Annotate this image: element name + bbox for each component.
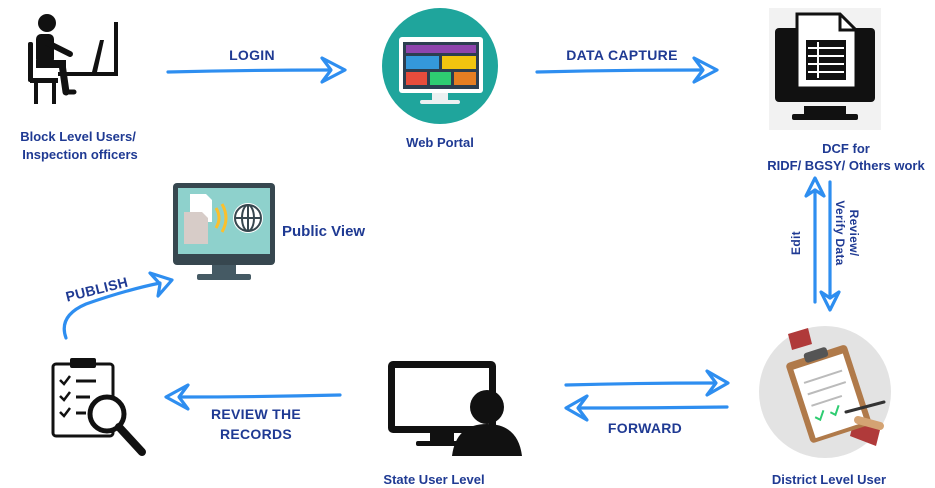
public-view-monitor-icon bbox=[173, 183, 275, 280]
edit-arrow bbox=[804, 176, 826, 304]
public-view-label: Public View bbox=[282, 223, 365, 240]
block-users-label-line2: Inspection officers bbox=[22, 147, 138, 162]
review-verify-label-line1: Review/ bbox=[847, 210, 861, 257]
review-verify-arrow bbox=[819, 180, 841, 312]
forward-label: FORWARD bbox=[608, 420, 682, 436]
district-to-state-arrow bbox=[564, 394, 729, 422]
login-label: LOGIN bbox=[229, 47, 275, 63]
edit-label: Edit bbox=[789, 231, 803, 255]
dcf-label-line2: RIDF/ BGSY/ Others work bbox=[767, 158, 925, 173]
data-capture-label: DATA CAPTURE bbox=[566, 47, 677, 63]
login-arrow bbox=[166, 56, 347, 84]
block-user-icon bbox=[28, 14, 118, 104]
district-clipboard-icon bbox=[759, 326, 891, 458]
district-user-label: District Level User bbox=[772, 472, 886, 487]
web-portal-icon bbox=[382, 8, 498, 124]
data-capture-arrow bbox=[535, 56, 719, 84]
state-to-district-arrow bbox=[564, 369, 730, 397]
web-portal-label: Web Portal bbox=[406, 135, 474, 150]
review-verify-label-line2: Verify Data bbox=[833, 200, 847, 265]
review-records-label-line1: REVIEW THE bbox=[211, 406, 301, 422]
dcf-form-icon bbox=[769, 8, 881, 130]
checklist-search-icon bbox=[51, 358, 146, 456]
block-users-label-line1: Block Level Users/ bbox=[20, 129, 136, 144]
publish-arrow bbox=[62, 271, 174, 340]
review-records-label-line2: RECORDS bbox=[220, 426, 292, 442]
state-user-icon bbox=[388, 361, 522, 456]
dcf-label-line1: DCF for bbox=[822, 141, 870, 156]
review-records-arrow bbox=[164, 383, 342, 411]
state-user-label: State User Level bbox=[383, 472, 484, 487]
